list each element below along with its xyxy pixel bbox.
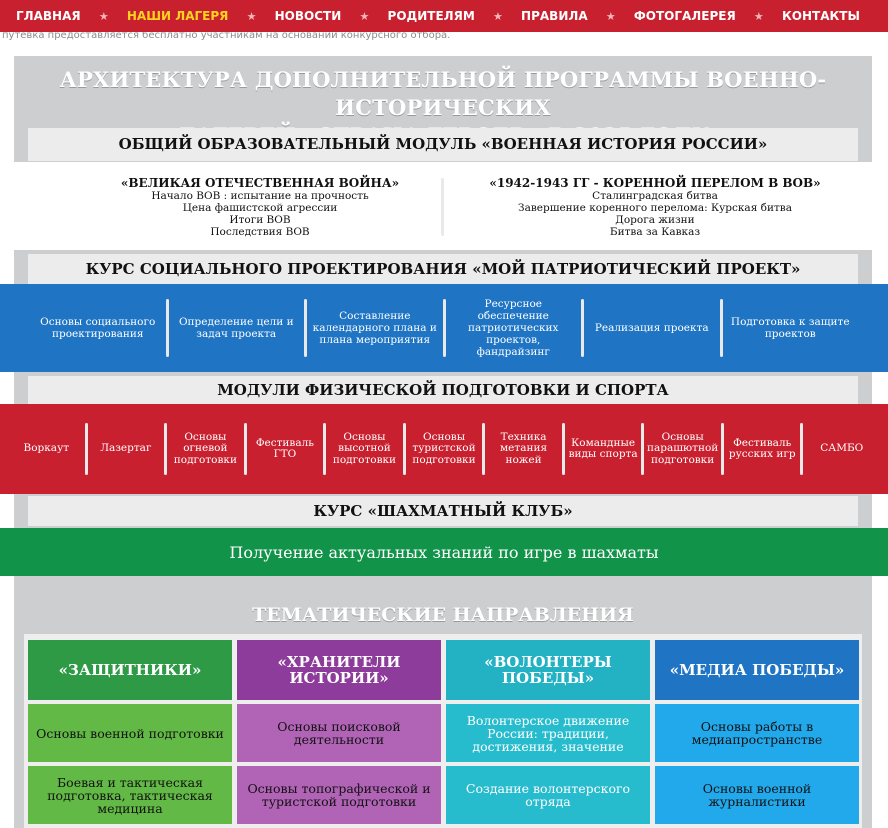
social-course-item: Подготовка к защите проектов <box>730 316 850 340</box>
column-divider <box>441 178 444 236</box>
chess-course-band: Получение актуальных знаний по игре в ша… <box>0 528 888 576</box>
sport-module-title: МОДУЛИ ФИЗИЧЕСКОЙ ПОДГОТОВКИ И СПОРТА <box>28 376 858 404</box>
nav-item-parents[interactable]: РОДИТЕЛЯМ <box>387 9 475 23</box>
sport-module-item: Фестиваль ГТО <box>255 436 314 460</box>
social-course-band: Основы социального проектирования Опреде… <box>0 284 888 372</box>
history-left-line: Начало ВОВ : испытание на прочность <box>151 190 369 202</box>
chess-course-text: Получение актуальных знаний по игре в ша… <box>229 542 659 562</box>
history-module: «ВЕЛИКАЯ ОТЕЧЕСТВЕННАЯ ВОЙНА» Начало ВОВ… <box>0 162 888 250</box>
nav-item-rules[interactable]: ПРАВИЛА <box>521 9 588 23</box>
sport-module-item: Техника метания ножей <box>500 430 548 466</box>
social-course-item: Реализация проекта <box>594 322 709 334</box>
history-left-line: Итоги ВОВ <box>229 214 291 226</box>
nav-star-icon: ★ <box>492 9 503 23</box>
sport-module-item: Основы туристской подготовки <box>412 430 476 466</box>
social-course-item: Ресурсное обеспечение патриотических про… <box>468 298 559 358</box>
sport-module-item: Лазертаг <box>100 442 152 455</box>
nav-star-icon: ★ <box>246 9 257 23</box>
nav-item-camps[interactable]: НАШИ ЛАГЕРЯ <box>126 9 229 23</box>
nav-star-icon: ★ <box>605 9 616 23</box>
column-divider <box>323 423 327 475</box>
column-divider <box>165 299 169 357</box>
nav-star-icon: ★ <box>359 9 370 23</box>
sport-module-item: Командные виды спорта <box>568 436 638 460</box>
column-divider <box>641 423 645 475</box>
sport-module-item: Основы высотной подготовки <box>332 430 397 466</box>
sport-module-item: Воркаут <box>23 442 70 455</box>
column-divider <box>243 423 247 475</box>
social-course-title: КУРС СОЦИАЛЬНОГО ПРОЕКТИРОВАНИЯ «МОЙ ПАТ… <box>28 254 858 284</box>
column-divider <box>442 299 446 357</box>
sport-module-band: Воркаут Лазертаг Основы огневой подготов… <box>0 404 888 494</box>
sport-module-item: САМБО <box>820 442 864 455</box>
nav-item-main[interactable]: ГЛАВНАЯ <box>16 9 81 23</box>
column-divider <box>719 299 723 357</box>
nav-star-icon: ★ <box>98 9 109 23</box>
history-left-title: «ВЕЛИКАЯ ОТЕЧЕСТВЕННАЯ ВОЙНА» <box>120 176 400 190</box>
social-course-item: Составление календарного плана и плана м… <box>312 310 437 346</box>
column-divider <box>164 423 168 475</box>
social-course-item: Определение цели и задач проекта <box>178 316 294 340</box>
history-module-title: ОБЩИЙ ОБРАЗОВАТЕЛЬНЫЙ МОДУЛЬ «ВОЕННАЯ ИС… <box>28 128 858 161</box>
column-divider <box>402 423 406 475</box>
nav-star-icon: ★ <box>753 9 764 23</box>
history-right-column: «1942-1943 ГГ - КОРЕННОЙ ПЕРЕЛОМ В ВОВ» … <box>480 176 830 238</box>
history-right-title: «1942-1943 ГГ - КОРЕННОЙ ПЕРЕЛОМ В ВОВ» <box>489 176 821 190</box>
history-right-line: Дорога жизни <box>615 214 695 226</box>
column-divider <box>561 423 565 475</box>
sport-module-item: Основы парашютной подготовки <box>647 430 719 466</box>
column-divider <box>720 423 724 475</box>
column-divider <box>482 423 486 475</box>
column-divider <box>304 299 307 357</box>
top-nav: ГЛАВНАЯ ★ НАШИ ЛАГЕРЯ ★ НОВОСТИ ★ РОДИТЕ… <box>0 0 888 32</box>
column-divider <box>581 299 584 357</box>
history-left-line: Цена фашистской агрессии <box>182 202 338 214</box>
nav-item-contacts[interactable]: КОНТАКТЫ <box>781 9 860 23</box>
history-right-line: Завершение коренного перелома: Курская б… <box>518 202 792 214</box>
column-divider <box>800 423 804 475</box>
nav-item-news[interactable]: НОВОСТИ <box>274 9 342 23</box>
nav-item-gallery[interactable]: ФОТОГАЛЕРЕЯ <box>633 9 736 23</box>
poster-title-line: АРХИТЕКТУРА ДОПОЛНИТЕЛЬНОЙ ПРОГРАММЫ ВОЕ… <box>59 67 827 120</box>
history-right-line: Битва за Кавказ <box>609 226 701 238</box>
column-divider <box>84 423 88 475</box>
chess-course-title: КУРС «ШАХМАТНЫЙ КЛУБ» <box>28 496 858 526</box>
sport-module-item: Основы огневой подготовки <box>173 430 237 466</box>
social-course-item: Основы социального проектирования <box>40 316 156 340</box>
history-left-line: Последствия ВОВ <box>210 226 310 238</box>
history-right-line: Сталинградская битва <box>592 190 718 202</box>
sport-module-item: Фестиваль русских игр <box>728 436 796 460</box>
page-intro-text: путевка предоставляется бесплатно участн… <box>2 32 451 41</box>
history-left-column: «ВЕЛИКАЯ ОТЕЧЕСТВЕННАЯ ВОЙНА» Начало ВОВ… <box>90 176 430 238</box>
